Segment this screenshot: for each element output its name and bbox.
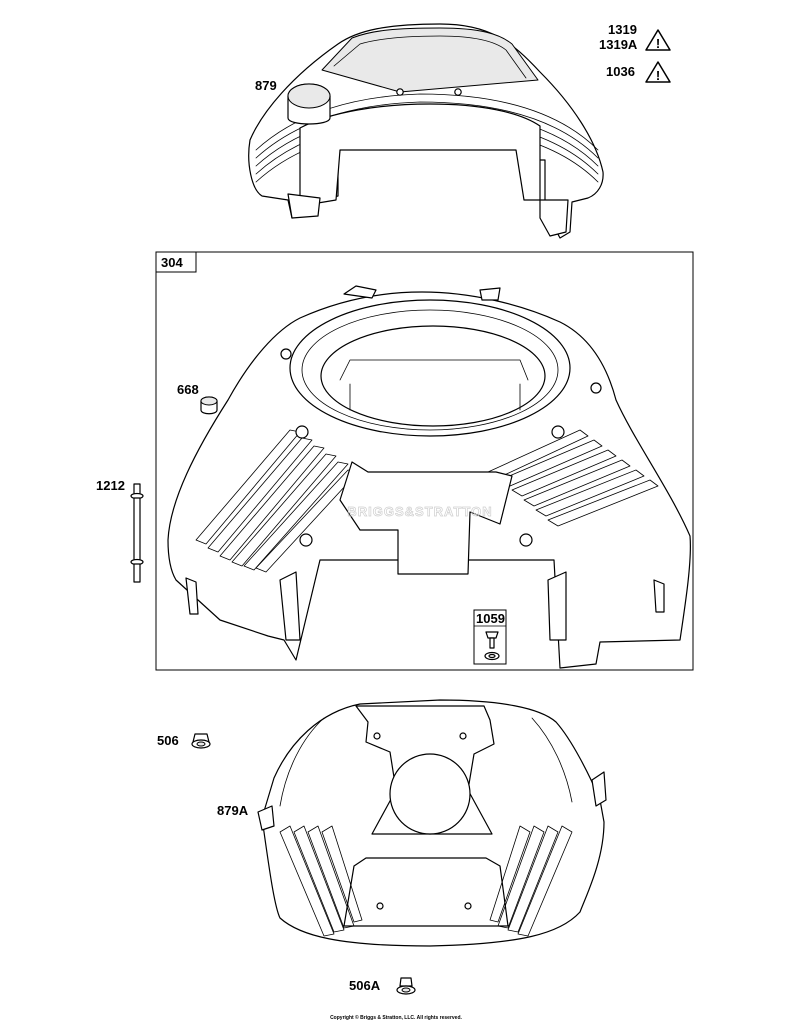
copyright-text: Copyright © Briggs & Stratton, LLC. All …: [330, 1014, 462, 1021]
callout-1036: 1036: [606, 64, 635, 79]
blower-housing-part: BRIGGS&STRATTON: [167, 285, 691, 669]
warning-icon-1036: !: [645, 61, 671, 83]
bushing-668-part: [200, 396, 218, 415]
bottom-shroud-part: [257, 699, 607, 947]
callout-1212: 1212: [96, 478, 125, 493]
callout-1319a: 1319A: [599, 37, 638, 52]
watermark-text: BRIGGS&STRATTON: [347, 504, 492, 519]
assembly-304-tag: [155, 251, 197, 273]
callout-1059: 1059: [476, 611, 505, 626]
right-cooling-fins: [487, 429, 659, 527]
callout-304: 304: [161, 255, 183, 270]
callout-506a: 506A: [349, 978, 381, 993]
callout-1319: 1319: [608, 22, 637, 37]
svg-text:!: !: [656, 68, 660, 83]
left-cooling-fins: [195, 429, 359, 573]
callout-506: 506: [157, 733, 179, 748]
callout-879: 879: [255, 78, 277, 93]
svg-text:!: !: [656, 36, 660, 51]
callout-879a: 879A: [217, 803, 249, 818]
screw-506a-part: [396, 977, 416, 995]
warning-icon-1319: !: [645, 29, 671, 51]
top-shroud-part: [248, 23, 604, 239]
screw-1059-part: [484, 631, 500, 661]
screw-506-part: [191, 733, 211, 749]
assembly-304-frame: [155, 251, 694, 671]
callout-668: 668: [177, 382, 199, 397]
stud-1212-part: [130, 483, 144, 583]
